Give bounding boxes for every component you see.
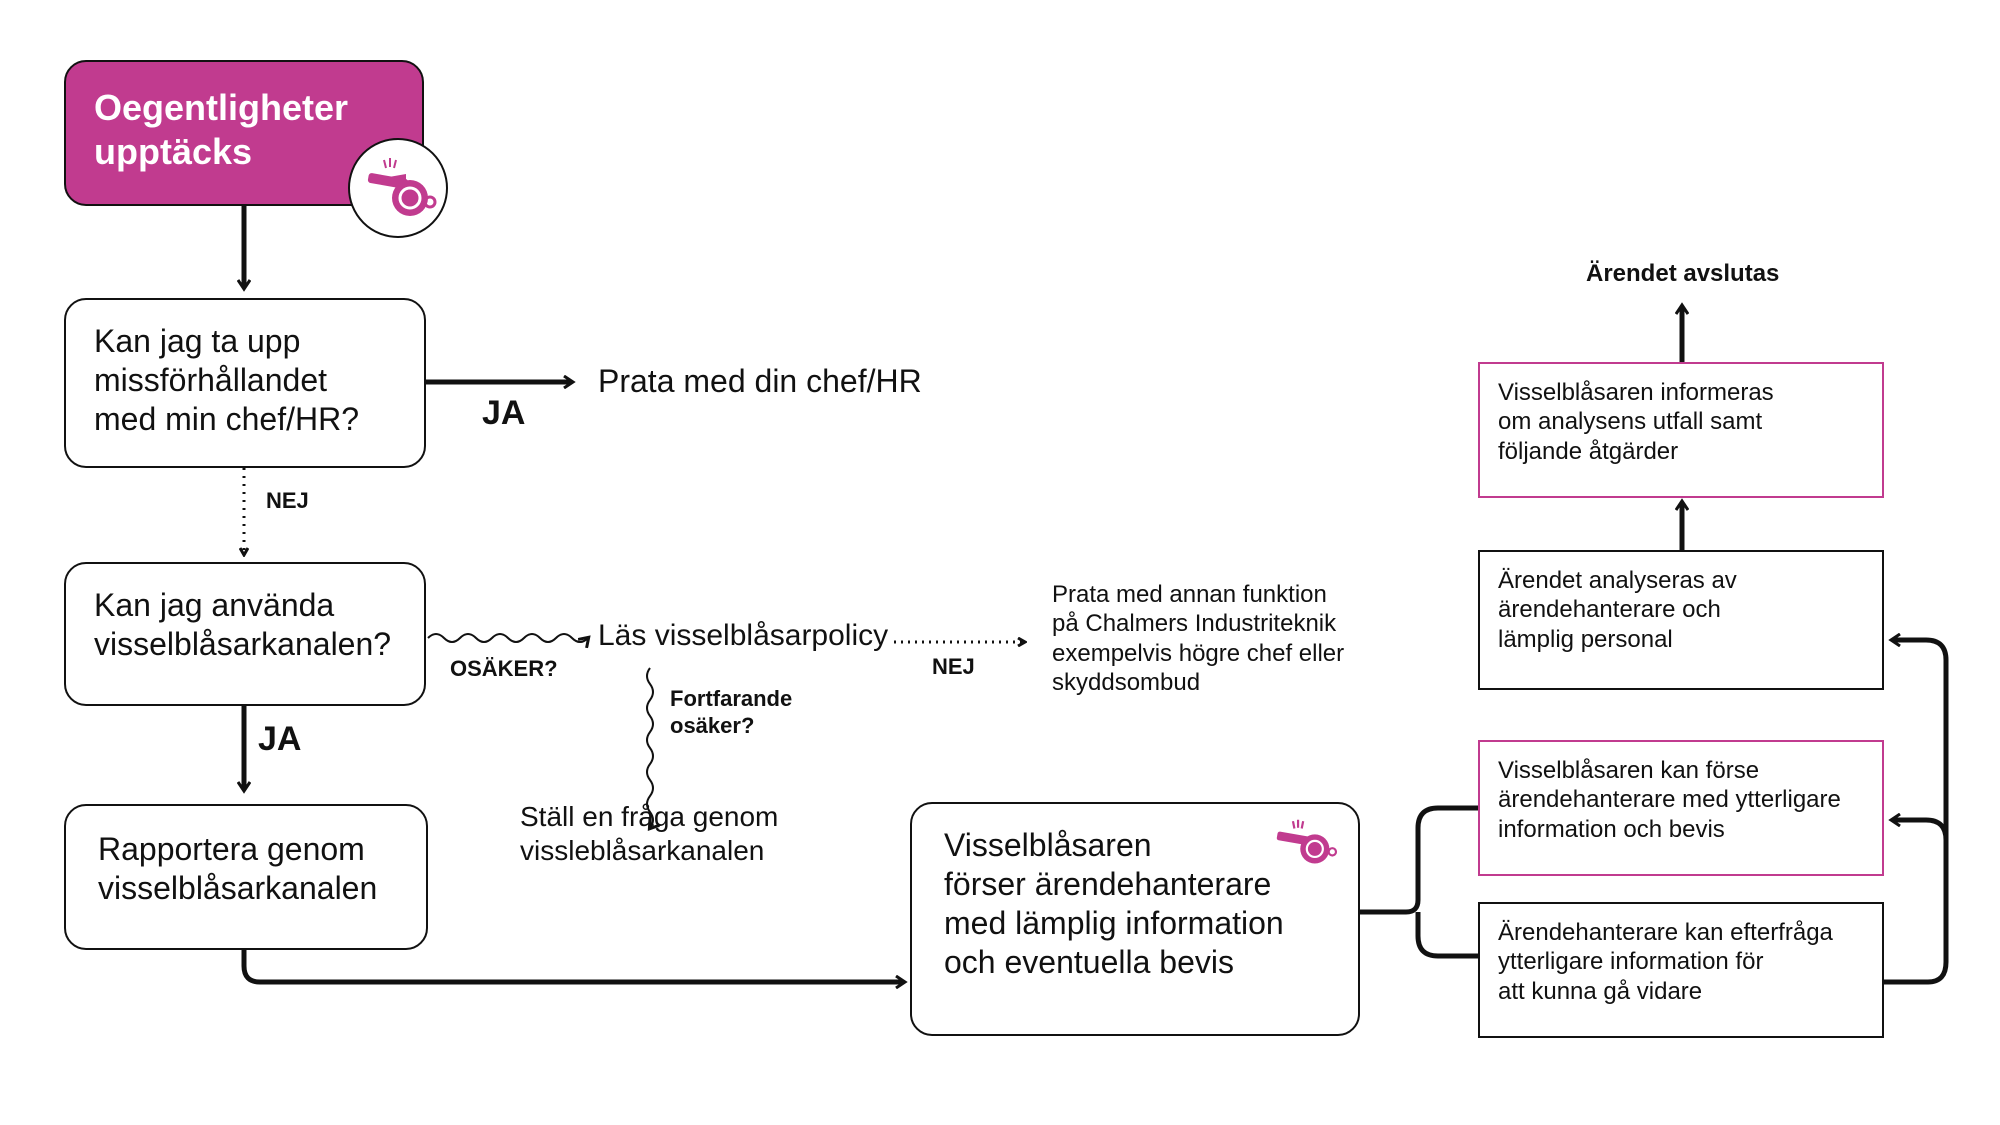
start-node-label: Oegentligheter upptäcks xyxy=(94,87,349,172)
edge-branch-request xyxy=(1415,912,1478,959)
edge-label-policy-no: NEJ xyxy=(932,654,975,679)
whistle-icon xyxy=(1276,819,1338,864)
question-raise-with-manager-label: Kan jag ta upp missförhållandet med min … xyxy=(94,323,359,438)
read-policy-text: Läs visselblåsarpolicy xyxy=(598,619,889,652)
can-request-more-label: Ärendehanterare kan efterfråga ytterliga… xyxy=(1498,919,1833,1005)
edge-still-unsure xyxy=(646,667,653,828)
edge-report-provide xyxy=(241,950,904,982)
can-provide-more-label: Visselblåsaren kan förse ärendehanterare… xyxy=(1498,757,1841,843)
other-function-text: Prata med annan funktion på Chalmers Ind… xyxy=(1052,581,1345,696)
case-closed-text: Ärendet avslutas xyxy=(1586,260,1780,287)
edge-label-q1-no: NEJ xyxy=(266,488,309,513)
whistle-badge xyxy=(348,138,448,238)
analysed-node: Ärendet analyseras av ärendehanterare oc… xyxy=(1478,550,1884,690)
question-raise-with-manager: Kan jag ta upp missförhållandet med min … xyxy=(64,298,426,468)
informed-node: Visselblåsaren informeras om analysens u… xyxy=(1478,362,1884,498)
can-provide-more-node: Visselblåsaren kan förse ärendehanterare… xyxy=(1478,740,1884,876)
question-use-whistle-channel: Kan jag använda visselblåsarkanalen? xyxy=(64,562,426,706)
edge-loop-to-analysed xyxy=(1892,640,1949,860)
report-node: Rapportera genom visselblåsarkanalen xyxy=(64,804,428,950)
provide-info-node-label: Visselblåsaren förser ärendehanterare me… xyxy=(944,827,1284,981)
informed-label: Visselblåsaren informeras om analysens u… xyxy=(1498,379,1774,465)
ask-question-text: Ställ en fråga genom vissleblåsarkanalen xyxy=(520,801,779,867)
edge-label-q2-yes: JA xyxy=(258,720,302,758)
edge-label-q2-unsure: OSÄKER? xyxy=(450,656,558,681)
edge-loop-to-provide xyxy=(1884,820,1949,985)
provide-info-node: Visselblåsaren förser ärendehanterare me… xyxy=(910,802,1360,1036)
talk-to-manager-text: Prata med din chef/HR xyxy=(598,363,922,399)
analysed-label: Ärendet analyseras av ärendehanterare oc… xyxy=(1498,567,1737,653)
question-use-whistle-channel-label: Kan jag använda visselblåsarkanalen? xyxy=(94,587,392,663)
edge-provide-branch xyxy=(1360,805,1478,915)
report-node-label: Rapportera genom visselblåsarkanalen xyxy=(98,831,378,907)
can-request-more-node: Ärendehanterare kan efterfråga ytterliga… xyxy=(1478,902,1884,1038)
edge-q2-unsure xyxy=(427,633,588,642)
whistle-icon xyxy=(367,158,437,216)
edge-label-q1-yes: JA xyxy=(482,394,526,432)
edge-label-still-unsure: Fortfarande osäker? xyxy=(670,686,793,738)
